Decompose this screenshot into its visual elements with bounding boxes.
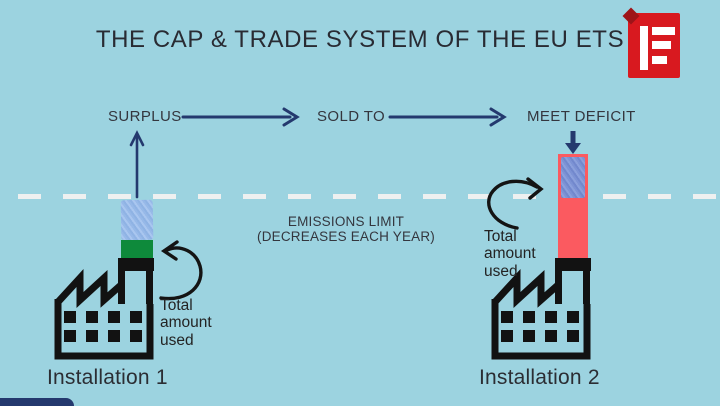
note1-line3: used [160,331,194,349]
factory-icon-installation-1 [54,258,154,360]
emissions-limit-caption: EMISSIONS LIMIT (DECREASES EACH YEAR) [230,214,462,245]
meet-deficit-label: MEET DEFICIT [527,108,636,125]
emissions-limit-line2: (DECREASES EACH YEAR) [257,228,435,244]
note1-line2: amount [160,314,212,332]
installation-1-label: Installation 1 [47,366,168,389]
curved-arrow-total-used-2 [487,177,544,230]
unused-allowance-block [120,199,154,241]
emissions-limit-dashed-line [0,194,720,199]
logo-bar-top [652,27,675,35]
arrow-deficit-down [565,131,581,154]
arrow-surplus-up [129,130,145,199]
sold-to-label: SOLD TO [317,108,386,125]
note2-line3: used [484,262,518,280]
total-amount-used-note-1: Total amount used [160,297,212,349]
total-amount-used-note-2: Total amount used [484,228,536,280]
corner-decoration [0,398,74,406]
logo-bar-vertical [640,26,648,70]
arrow-soldto-to-deficit [388,107,507,127]
installation-2-label: Installation 2 [479,366,600,389]
note2-line1: Total [484,228,517,245]
arrow-surplus-to-soldto [181,107,300,127]
surplus-label: SURPLUS [108,108,182,125]
note2-line2: amount [484,245,536,263]
emissions-limit-line1: EMISSIONS LIMIT [287,214,405,229]
logo-bar-bottom [652,56,667,64]
logo-bar-middle [652,41,671,49]
factory-icon-installation-2 [491,258,591,360]
surplus-allowance-block [121,240,153,258]
deficit-emissions-bar [558,154,588,259]
note1-line1: Total [160,297,193,314]
page-title: THE CAP & TRADE SYSTEM OF THE EU ETS [95,26,625,53]
bought-allowance-block [561,157,585,198]
brand-logo-icon [628,13,680,78]
curved-arrow-total-used-1 [159,240,203,301]
